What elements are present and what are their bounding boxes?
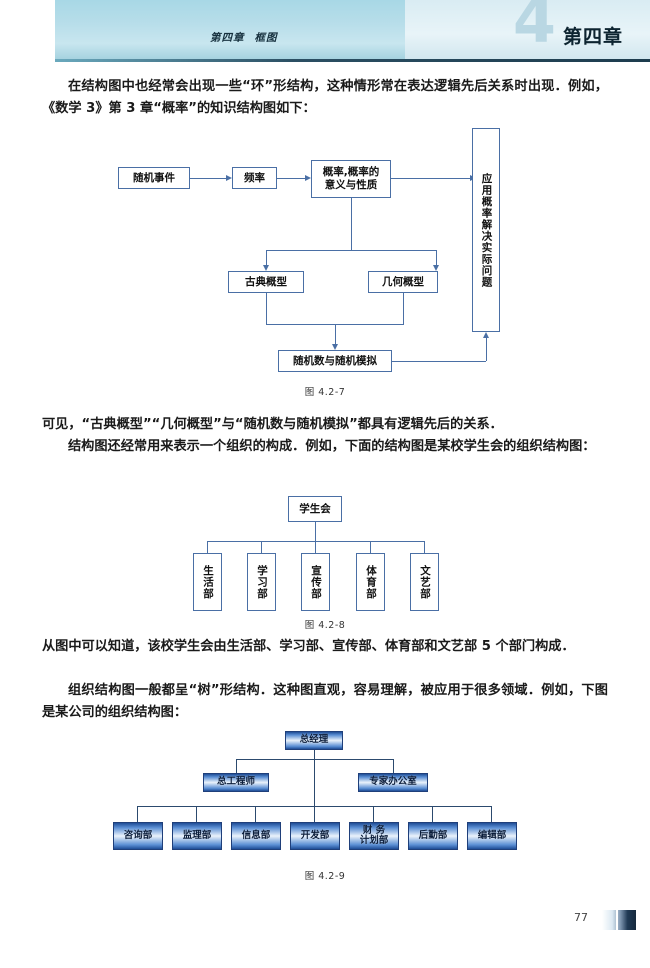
node-geometric-model: 几何概型 [368,271,438,293]
node-frequency: 频率 [232,167,277,189]
arrow-down-icon [262,265,269,271]
paragraph-organization-intro: 结构图还经常用来表示一个组织的构成．例如，下面的结构图是某校学生会的组织结构图： [68,439,596,454]
arrow-down-icon [432,265,439,271]
node-dept-logistics: 后勤部 [408,822,458,850]
node-dept-life: 生活部 [193,553,222,611]
link-drop-5 [424,541,425,553]
running-header-chapter: 第四章 [210,32,245,44]
chapter-number-watermark: 4 [512,0,556,57]
link-to-n4 [266,250,267,267]
node-dept-supervision: 监理部 [172,822,222,850]
paragraph-intro: 在结构图中也经常会出现一些“环”形结构，这种情形常在表达逻辑先后关系时出现．例如… [42,79,608,116]
node-dept-finance-planning: 财 务 计划部 [349,822,399,850]
node-dept-study: 学习部 [247,553,276,611]
paragraph-logical-order: 可见，“古典概型”“几何概型”与“随机数与随机模拟”都具有逻辑先后的关系． [42,417,503,432]
link-level3-drop-5 [373,806,374,822]
node-expert-office: 专家办公室 [358,773,428,792]
paragraph-tree-structure: 组织结构图一般都呈“树”形结构．这种图直观，容易理解，被应用于很多领域．例如，下… [42,683,608,720]
node-dept-development: 开发部 [290,822,340,850]
link-drop-4 [370,541,371,553]
node-dept-sports: 体育部 [356,553,385,611]
node-probability-meaning: 概率,概率的 意义与性质 [311,160,391,198]
node-chief-engineer: 总工程师 [203,773,269,792]
link-n6-n7 [392,361,486,362]
link-level2-drop-right [393,759,394,773]
link-root-spine [314,750,315,829]
arrow-right-icon [305,174,311,181]
chapter-label: 第四章 [562,26,623,48]
link-root-stem [315,522,316,541]
link-level3-drop-7 [491,806,492,822]
link-n5-down [403,293,404,324]
arrow-right-icon [226,174,232,181]
node-random-event: 随机事件 [118,167,190,189]
link-level3-drop-6 [432,806,433,822]
link-split-bar-upper [266,250,436,251]
node-classical-model: 古典概型 [228,271,304,293]
node-dept-publicity: 宣传部 [301,553,330,611]
page-header: 4 第四章框图 第四章 [55,0,650,62]
arrow-down-icon [331,344,338,350]
node-random-simulation: 随机数与随机模拟 [278,350,392,372]
node-dept-arts: 文艺部 [410,553,439,611]
running-header-title: 框图 [254,32,278,44]
link-n3-n7 [391,178,472,179]
node-student-union-root: 学生会 [288,496,342,522]
link-drop-2 [261,541,262,553]
link-drop-3 [315,541,316,553]
node-general-manager: 总经理 [285,731,343,750]
link-to-n5 [436,250,437,267]
figure3-caption: 图 4.2-9 [304,871,346,882]
figure1-caption: 图 4.2-7 [304,387,346,398]
link-n3-down [351,198,352,250]
link-n6-n7-vertical [486,338,487,361]
link-level3-drop-2 [196,806,197,822]
link-drop-1 [207,541,208,553]
figure2-caption: 图 4.2-8 [304,620,346,631]
header-overlay-panel [405,0,650,62]
link-level2-drop-left [236,759,237,773]
arrow-up-icon [482,332,489,338]
link-level3-drop-1 [137,806,138,822]
node-dept-editorial: 编辑部 [467,822,517,850]
node-apply-probability: 应用概率解决实际问题 [472,128,500,332]
link-n2-n3 [277,178,307,179]
link-n1-n2 [190,178,228,179]
footer-decoration [602,910,636,930]
paragraph-student-union-summary: 从图中可以知道，该校学生会由生活部、学习部、宣传部、体育部和文艺部 5 个部门构… [42,639,575,654]
link-merge-to-n6 [335,324,336,346]
page-number: 77 [574,911,588,924]
running-header: 第四章框图 [210,30,278,45]
link-level3-drop-4 [314,806,315,822]
node-dept-information: 信息部 [231,822,281,850]
link-level2-bus [236,759,393,760]
link-level3-drop-3 [255,806,256,822]
node-dept-consulting: 咨询部 [113,822,163,850]
link-n4-down [266,293,267,324]
